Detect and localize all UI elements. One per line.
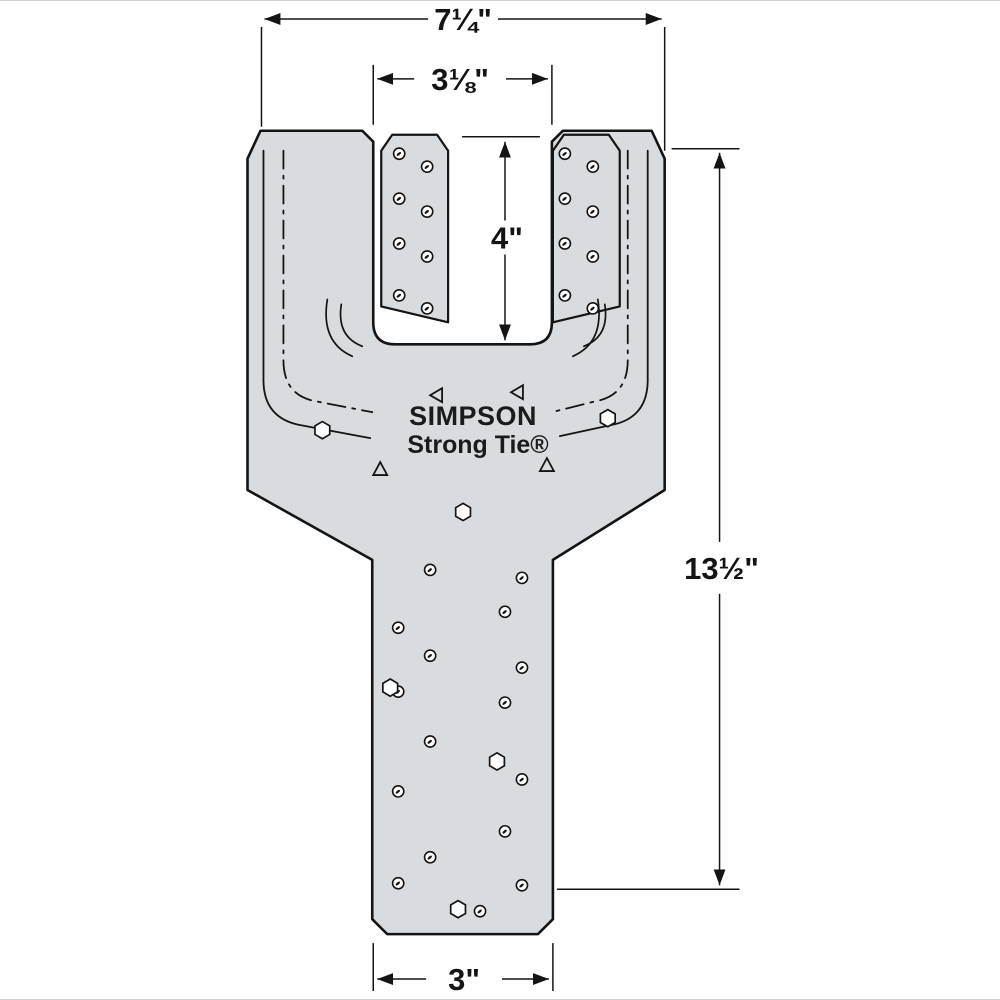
dimension-overall-width: 7¼": [260, 2, 666, 151]
nail-hole: [423, 735, 437, 748]
nail-hole: [586, 205, 600, 218]
dimension-stem-width: 3": [372, 943, 554, 997]
left-rib-outer-line: [262, 149, 372, 440]
nail-hole: [392, 147, 406, 161]
nail-hole: [473, 904, 487, 918]
dimension-slot-width: 3⅛": [372, 62, 553, 125]
nail-hole: [498, 605, 512, 619]
nail-hole: [515, 773, 529, 786]
hex-hole: [599, 408, 617, 428]
dimension-label-slot-depth: 4": [491, 221, 523, 256]
right-bend-arc-inner: [582, 303, 607, 348]
nail-hole: [515, 878, 529, 892]
right-nailing-tab: [551, 133, 621, 324]
nail-hole: [498, 696, 512, 709]
nail-hole: [423, 850, 437, 864]
triangle-marker-up: [538, 456, 556, 472]
part-body: [246, 129, 666, 936]
nail-hole: [558, 192, 572, 205]
nail-hole: [586, 250, 600, 263]
nail-hole: [420, 160, 434, 174]
hex-hole: [381, 678, 399, 698]
brand-line1: SIMPSON: [409, 401, 537, 431]
dimension-label-slot-width: 3⅛": [431, 62, 489, 97]
plate-outline: [246, 129, 666, 936]
triangle-marker-left: [428, 386, 444, 404]
hex-hole: [449, 899, 467, 919]
nail-hole: [420, 301, 434, 315]
left-nailing-tab: [380, 133, 450, 324]
dimension-label-overall-width: 7¼": [434, 2, 492, 37]
nail-hole: [558, 237, 572, 250]
triangle-marker-up: [371, 460, 389, 476]
left-rib-inner-line: [282, 149, 374, 414]
nail-hole: [515, 661, 529, 675]
nail-hole: [423, 649, 437, 663]
triangle-marker-left: [509, 383, 524, 401]
nail-hole: [515, 571, 529, 585]
right-rib-inner-line: [554, 149, 629, 413]
nail-hole: [586, 160, 600, 174]
dimension-label-overall-height: 13½": [684, 551, 759, 586]
nail-hole: [586, 301, 600, 315]
nail-hole: [558, 289, 572, 302]
nail-hole: [423, 563, 437, 577]
nail-hole: [391, 785, 405, 798]
hex-hole: [488, 751, 506, 772]
nail-hole: [391, 621, 405, 635]
brand-stamp: SIMPSON Strong Tie®: [407, 401, 548, 459]
left-bend-arc-inner: [339, 303, 364, 348]
brand-line2: Strong Tie®: [407, 431, 548, 459]
hex-hole: [454, 502, 472, 522]
dimension-slot-depth: 4": [462, 135, 540, 341]
nail-hole: [558, 147, 572, 161]
fastener-layer: [314, 147, 617, 919]
dimension-label-stem-width: 3": [448, 962, 480, 997]
nail-hole: [392, 192, 406, 205]
nail-hole: [392, 237, 406, 250]
nail-hole: [420, 250, 434, 263]
hex-hole: [314, 420, 331, 440]
nail-hole: [392, 289, 406, 302]
nail-hole: [498, 824, 512, 838]
left-bend-arc-outer: [325, 298, 354, 358]
nail-hole: [391, 876, 405, 890]
nail-hole: [420, 205, 434, 218]
dimension-overall-height: 13½": [556, 147, 759, 890]
